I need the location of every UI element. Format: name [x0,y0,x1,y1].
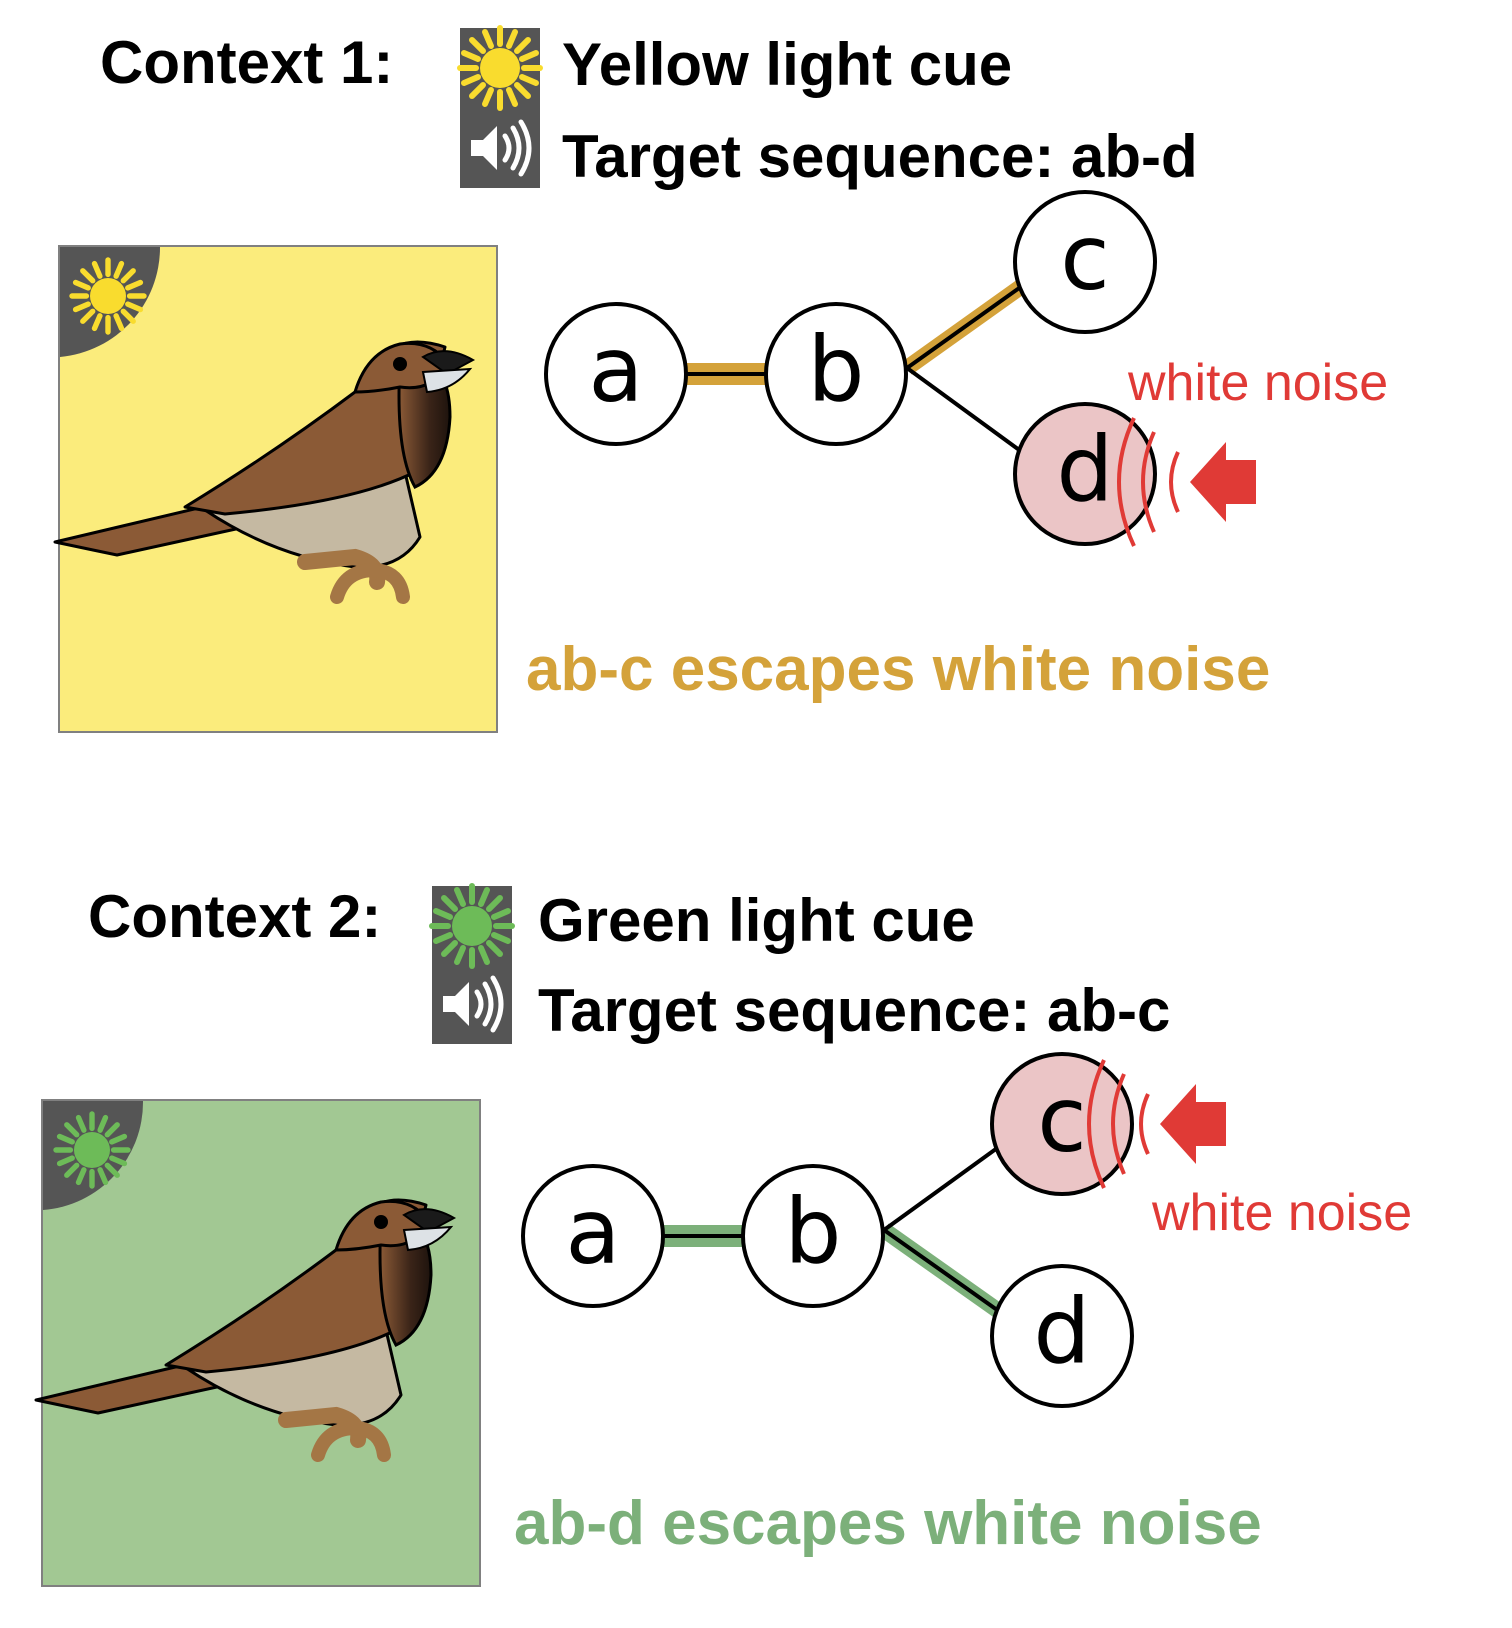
context2-node-b: b [741,1164,885,1308]
context1-label: Context 1: [100,29,394,96]
svg-text:a: a [588,318,643,423]
context1-bird-panel [55,245,498,733]
context2-escape-text: ab-d escapes white noise [514,1489,1262,1558]
context1-target-text: Target sequence: ab-d [562,123,1198,190]
context1-edge-bd [905,366,1024,454]
context1-cue-text: Yellow light cue [562,31,1013,98]
context2-node-a: a [521,1164,665,1308]
context1-node-c: c [1013,190,1157,334]
context2-panel-sun-icon [56,1114,128,1186]
context2-label: Context 2: [88,883,382,950]
context2-bird-panel [36,1099,481,1587]
svg-text:d: d [1033,1280,1090,1385]
svg-text:b: b [784,1180,841,1285]
context1-sun-icon [460,28,540,108]
context1-graph: a b c d white noise [544,190,1388,548]
context1-node-a: a [544,302,688,446]
context2-cue-icon-box [432,886,512,1044]
context2-target-text: Target sequence: ab-c [538,977,1171,1044]
svg-text:c: c [1060,206,1109,311]
context1-node-d: d [1013,402,1157,546]
svg-text:b: b [807,318,864,423]
svg-text:d: d [1056,418,1113,523]
context2-node-d: d [990,1264,1134,1408]
context1-white-noise-label: white noise [1127,354,1388,412]
context1-edge-bc [905,284,1024,370]
context2-cue-text: Green light cue [538,887,975,954]
context1-cue-icon-box [460,28,540,188]
context1-escape-text: ab-c escapes white noise [526,635,1271,704]
context2-graph: a b c d white noise [521,1052,1412,1408]
context2-edge-bc [882,1144,1002,1232]
context2-white-noise-label: white noise [1151,1184,1412,1242]
context1-panel-sun-icon [72,260,144,332]
context2-node-c: c [990,1052,1134,1196]
context2-sun-icon [432,886,512,966]
context2-edge-bd [882,1228,1002,1314]
svg-text:a: a [565,1180,620,1285]
context1-node-b: b [764,302,908,446]
svg-text:c: c [1037,1068,1086,1173]
